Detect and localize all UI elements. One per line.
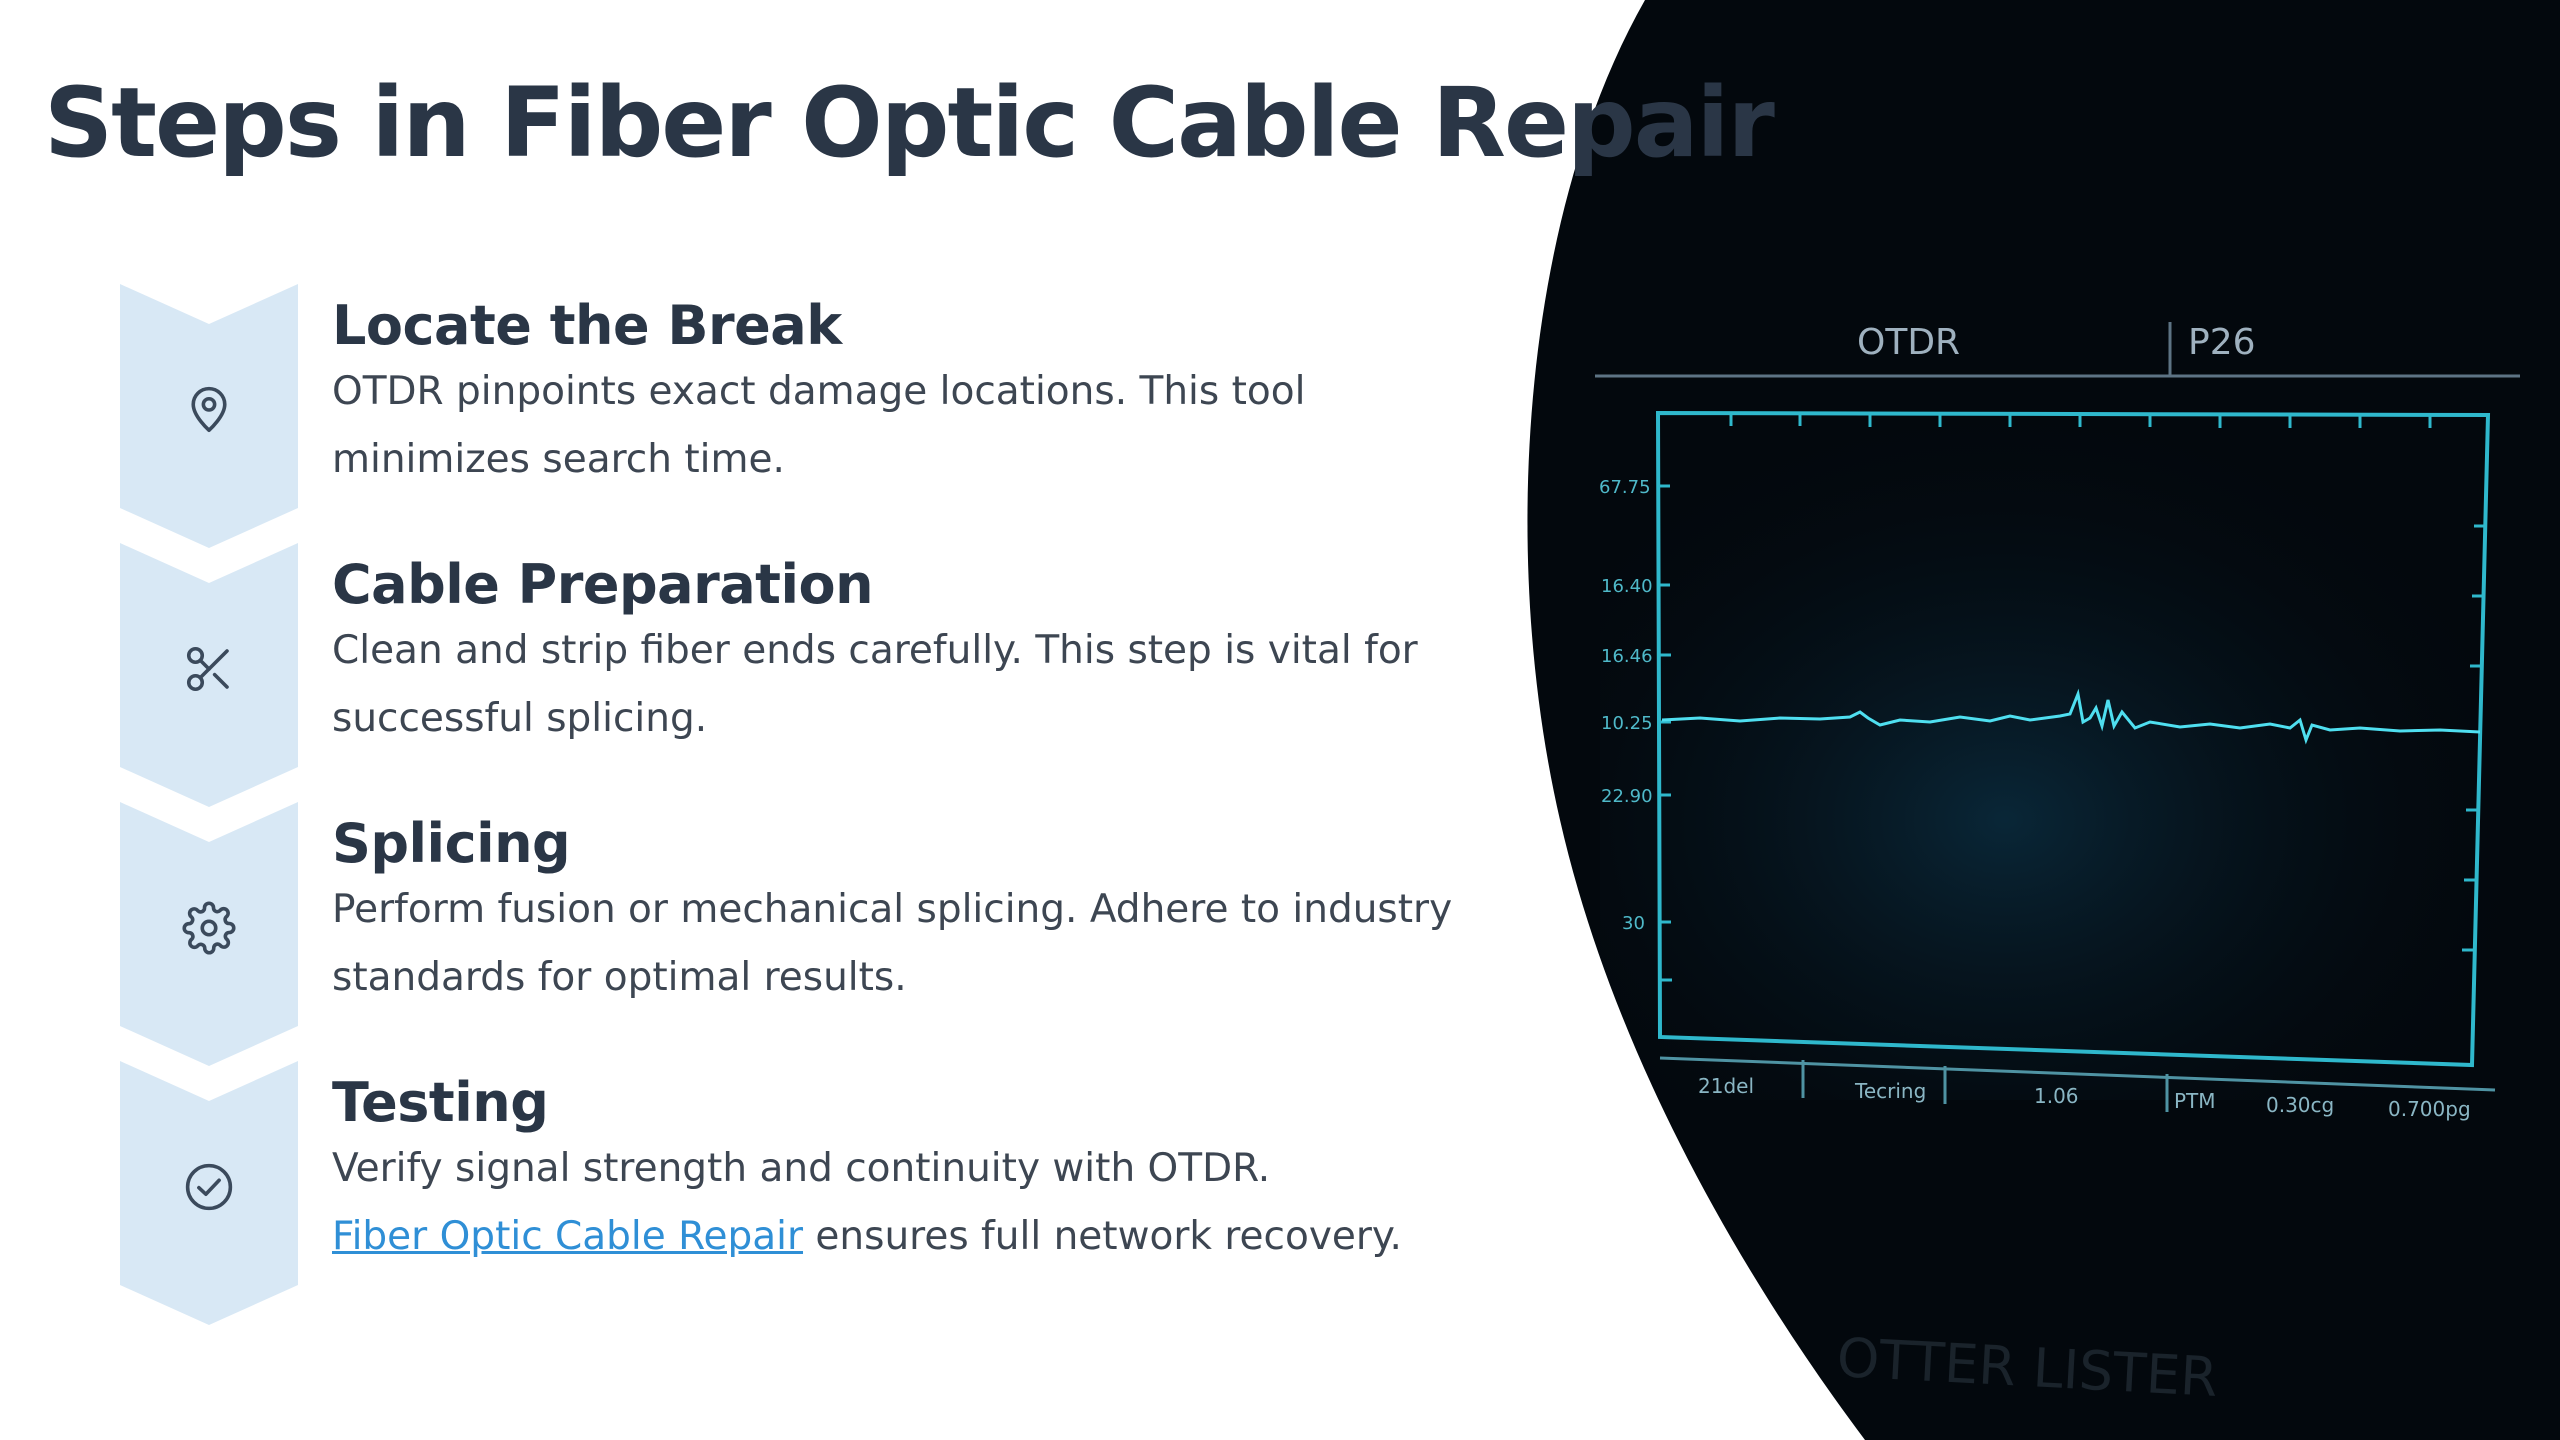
gear-icon	[182, 901, 236, 955]
svg-text:16.40: 16.40	[1601, 576, 1653, 597]
otdr-ticks	[1658, 413, 2486, 982]
page-title: Steps in Fiber Optic Cable Repair	[44, 67, 1775, 179]
svg-text:67.75: 67.75	[1599, 477, 1651, 498]
step-chevron	[120, 543, 298, 807]
svg-text:16.46: 16.46	[1601, 646, 1653, 667]
scissors-icon	[182, 642, 236, 696]
svg-text:0.700pg: 0.700pg	[2388, 1097, 2471, 1121]
otdr-header-left: OTDR	[1857, 322, 1960, 363]
otdr-y-labels: 67.75 16.40 16.46 10.25 22.90 30	[1599, 477, 1653, 934]
step-heading: Cable Preparation	[332, 553, 874, 616]
otdr-header-right: P26	[2188, 322, 2256, 363]
step-testing: Testing Verify signal strength and conti…	[120, 1061, 1470, 1361]
step-text: Splicing Perform fusion or mechanical sp…	[332, 812, 1512, 1012]
svg-text:Tecring: Tecring	[1854, 1079, 1926, 1103]
step-text: Locate the Break OTDR pinpoints exact da…	[332, 294, 1512, 494]
fiber-optic-repair-link[interactable]: Fiber Optic Cable Repair	[332, 1214, 804, 1259]
step-body: Clean and strip fiber ends carefully. Th…	[332, 628, 1418, 741]
step-body-suffix: ensures full network recovery.	[803, 1214, 1402, 1259]
step-heading: Locate the Break	[332, 294, 842, 357]
svg-text:1.06: 1.06	[2034, 1084, 2079, 1108]
svg-text:0.30cg: 0.30cg	[2266, 1093, 2334, 1117]
step-text: Cable Preparation Clean and strip fiber …	[332, 553, 1512, 753]
svg-text:22.90: 22.90	[1601, 786, 1653, 807]
svg-text:21del: 21del	[1698, 1074, 1754, 1098]
step-heading: Testing	[332, 1071, 549, 1134]
step-body: Perform fusion or mechanical splicing. A…	[332, 887, 1453, 1000]
step-text: Testing Verify signal strength and conti…	[332, 1071, 1512, 1271]
step-heading: Splicing	[332, 812, 571, 875]
step-body: Verify signal strength and continuity wi…	[332, 1135, 1512, 1271]
otdr-plot-frame	[1655, 410, 2491, 1068]
step-chevron	[120, 284, 298, 548]
map-pin-icon	[182, 383, 236, 437]
svg-text:10.25: 10.25	[1601, 713, 1653, 734]
step-splicing: Splicing Perform fusion or mechanical sp…	[120, 802, 1470, 1066]
svg-text:30: 30	[1622, 913, 1645, 934]
step-cable-preparation: Cable Preparation Clean and strip fiber …	[120, 543, 1470, 807]
check-circle-icon	[182, 1160, 236, 1214]
otdr-x-labels: 21del Tecring 1.06 PTM 0.30cg 0.700pg	[1698, 1074, 2471, 1121]
step-body: OTDR pinpoints exact damage locations. T…	[332, 369, 1306, 482]
otdr-trace	[1661, 688, 2481, 745]
step-locate-break: Locate the Break OTDR pinpoints exact da…	[120, 284, 1470, 548]
svg-text:PTM: PTM	[2174, 1089, 2216, 1113]
step-body-prefix: Verify signal strength and continuity wi…	[332, 1146, 1271, 1191]
